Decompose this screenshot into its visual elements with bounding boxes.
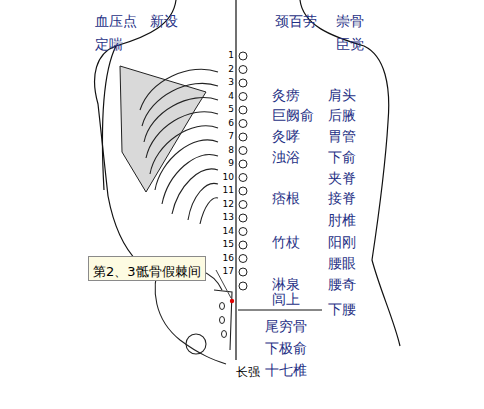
- acupoint-label: 闾上: [272, 292, 300, 306]
- acupoint-label: 竹杖: [272, 235, 300, 249]
- acupoint-label: 下腰: [328, 302, 356, 316]
- vertebra-number: 3: [228, 78, 234, 87]
- acupoint-label: 肘椎: [328, 213, 356, 227]
- vertebra-number: 10: [223, 173, 234, 182]
- vertebra-number: 9: [228, 159, 234, 168]
- acupoint-label: 巨阙俞: [272, 108, 314, 122]
- vertebra-number: 1: [228, 51, 234, 60]
- vertebra-number: 7: [228, 132, 234, 141]
- acupoint-label: 长强: [236, 366, 260, 378]
- acupoint-label: 后腋: [328, 108, 356, 122]
- vertebra-number: 14: [223, 227, 234, 236]
- acupoint-label: 血压点: [95, 14, 137, 28]
- acupoint-label: 腰眼: [328, 256, 356, 270]
- acupoint-label: 新设: [150, 14, 178, 28]
- acupoint-label: 尾穷骨: [265, 319, 307, 333]
- vertebra-number: 2: [228, 65, 234, 74]
- vertebra-number: 11: [223, 186, 234, 195]
- acupoint-label: 灸痨: [272, 88, 300, 102]
- vertebra-number: 8: [228, 146, 234, 155]
- acupoint-label: 肩头: [328, 88, 356, 102]
- vertebra-number: 17: [223, 267, 234, 276]
- vertebra-number: 4: [228, 92, 234, 101]
- acupoint-label: 痞根: [272, 191, 300, 205]
- acupoint-label: 下极俞: [265, 341, 307, 355]
- acupoint-label: 腰奇: [328, 277, 356, 291]
- acupoint-label: 下俞: [328, 150, 356, 164]
- vertebra-number: 13: [223, 213, 234, 222]
- acupoint-label: 定喘: [95, 37, 123, 51]
- acupoint-label: 颈百劳: [275, 14, 317, 28]
- acupoint-label: 胃管: [328, 129, 356, 143]
- acupoint-label: 夹脊: [328, 171, 356, 185]
- vertebra-number: 12: [223, 200, 234, 209]
- acupoint-label: 臣觉: [336, 37, 364, 51]
- callout-text: 第2、3骶骨假棘间: [93, 264, 201, 279]
- vertebra-number: 16: [223, 254, 234, 263]
- vertebra-number: 15: [223, 240, 234, 249]
- callout-box: 第2、3骶骨假棘间: [88, 256, 206, 281]
- vertebra-number: 5: [228, 105, 234, 114]
- vertebra-number: 6: [228, 119, 234, 128]
- acupoint-label: 阳刚: [328, 235, 356, 249]
- acupoint-label: 十七椎: [265, 363, 307, 377]
- acupoint-label: 淋泉: [272, 277, 300, 291]
- acupoint-label: 崇骨: [336, 14, 364, 28]
- acupoint-label: 灸哮: [272, 129, 300, 143]
- acupoint-label: 接脊: [328, 191, 356, 205]
- acupoint-label: 浊浴: [272, 150, 300, 164]
